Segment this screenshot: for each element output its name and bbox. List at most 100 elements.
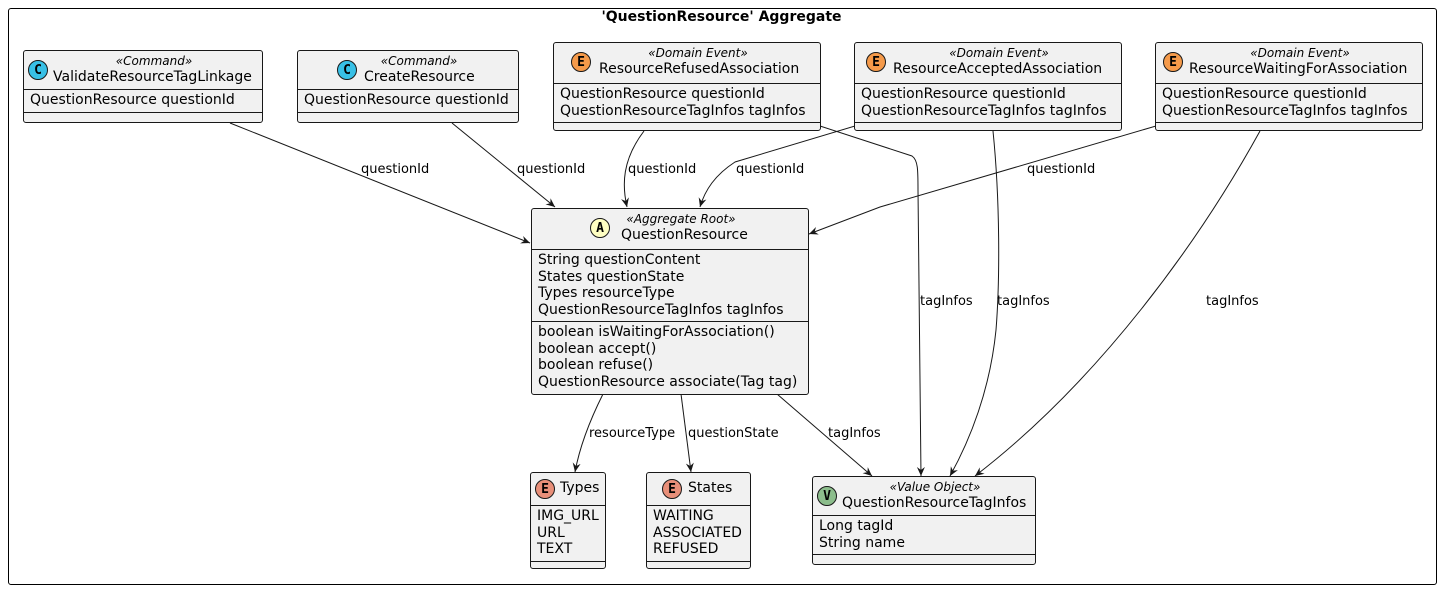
edge-root-states [680, 393, 694, 473]
class-stereotype: «Domain Event» [1250, 46, 1350, 60]
class-field: QuestionResourceTagInfos tagInfos [560, 102, 806, 119]
class-name: ResourceAcceptedAssociation [893, 61, 1103, 77]
edge-label-create-root: questionId [517, 162, 586, 177]
edge-refused-taginfos [819, 125, 925, 477]
class-methods [1156, 122, 1422, 135]
aggregate-frame [8, 8, 1437, 585]
class-stereotype: «Command» [380, 54, 458, 68]
edge-label-root-types: resourceType [589, 426, 676, 441]
class-method: boolean accept() [538, 340, 657, 357]
class-field: States questionState [538, 268, 685, 285]
class-field: QuestionResourceTagInfos tagInfos [861, 102, 1107, 119]
enum-value: URL [537, 524, 565, 541]
class-methods [554, 122, 820, 135]
edge-label-waiting-taginfos: tagInfos [1206, 294, 1259, 309]
class-fields: QuestionResource questionId QuestionReso… [855, 84, 1121, 122]
edge-waiting-taginfos [974, 130, 1261, 477]
class-method: boolean isWaitingForAssociation() [538, 324, 775, 340]
command-icon: C [337, 60, 357, 80]
enum-icon: E [662, 479, 682, 499]
edge-root-taginfos [776, 393, 873, 477]
class-stereotype: «Value Object» [889, 480, 981, 494]
class-name: ResourceRefusedAssociation [599, 61, 800, 77]
value-object-icon: V [817, 486, 837, 506]
class-validate-resource-tag-linkage: C «Command» ValidateResourceTagLinkage Q… [23, 50, 263, 123]
enum-value: TEXT [537, 541, 573, 557]
class-methods [298, 111, 518, 125]
class-question-resource: A «Aggregate Root» QuestionResource Stri… [531, 208, 809, 395]
class-name: CreateResource [364, 69, 475, 85]
class-field: Long tagId [819, 518, 894, 534]
class-field: QuestionResourceTagInfos tagInfos [1162, 102, 1408, 119]
edge-create-root [451, 122, 556, 208]
edge-label-accepted-taginfos: tagInfos [997, 294, 1050, 309]
edge-accepted-taginfos [949, 130, 1000, 477]
domain-event-icon: E [866, 52, 886, 72]
edge-label-validate-root: questionId [361, 162, 430, 177]
class-field: QuestionResource questionId [560, 86, 765, 102]
class-name: Types [560, 480, 600, 496]
aggregate-root-icon: A [590, 218, 610, 238]
class-methods: boolean isWaitingForAssociation() boolea… [532, 321, 808, 393]
command-icon: C [28, 60, 48, 80]
class-stereotype: «Domain Event» [648, 46, 748, 60]
class-methods [647, 560, 750, 574]
edge-refused-root [621, 130, 645, 208]
class-resource-accepted-association: E «Domain Event» ResourceAcceptedAssocia… [854, 42, 1122, 131]
enum-value: WAITING [653, 508, 714, 524]
class-stereotype: «Domain Event» [949, 46, 1049, 60]
class-name: States [688, 480, 733, 496]
class-field: QuestionResource questionId [861, 86, 1066, 102]
class-name: ValidateResourceTagLinkage [53, 69, 252, 85]
edge-waiting-root [808, 125, 1157, 235]
class-methods [855, 122, 1121, 135]
class-field: String questionContent [538, 252, 701, 268]
class-method: boolean refuse() [538, 357, 654, 373]
class-field: QuestionResource questionId [304, 92, 509, 108]
class-fields: QuestionResource questionId QuestionReso… [1156, 84, 1422, 122]
edge-label-root-states: questionState [688, 426, 779, 441]
edge-label-waiting-root: questionId [1027, 162, 1096, 177]
enum-values: WAITING ASSOCIATED REFUSED [647, 506, 750, 561]
class-methods [24, 111, 262, 125]
class-name: QuestionResourceTagInfos [842, 495, 1027, 511]
class-methods [813, 554, 1035, 567]
class-fields: Long tagId String name [813, 516, 1035, 554]
class-resource-waiting-for-association: E «Domain Event» ResourceWaitingForAssoc… [1155, 42, 1423, 131]
class-name: ResourceWaitingForAssociation [1189, 61, 1408, 77]
domain-event-icon: E [1163, 52, 1183, 72]
enum-value: REFUSED [653, 541, 719, 557]
class-fields: QuestionResource questionId [24, 90, 262, 112]
edge-root-types [572, 393, 604, 473]
class-fields: QuestionResource questionId [298, 90, 518, 112]
class-methods [531, 560, 605, 574]
edge-accepted-root [698, 125, 856, 208]
edge-label-refused-taginfos: tagInfos [920, 294, 973, 309]
class-field: Types resourceType [538, 285, 675, 301]
enum-icon: E [535, 479, 555, 499]
class-question-resource-tag-infos: V «Value Object» QuestionResourceTagInfo… [812, 476, 1036, 565]
edge-label-accepted-root: questionId [736, 162, 805, 177]
frame-title: 'QuestionResource' Aggregate [601, 9, 842, 25]
class-resource-refused-association: E «Domain Event» ResourceRefusedAssociat… [553, 42, 821, 131]
enum-types: E Types IMG_URL URL TEXT [530, 472, 606, 569]
edge-validate-root [229, 122, 531, 244]
edge-label-refused-root: questionId [628, 162, 697, 177]
class-stereotype: «Command» [115, 54, 193, 68]
domain-event-icon: E [571, 52, 591, 72]
class-field: String name [819, 534, 905, 551]
edge-label-root-taginfos: tagInfos [828, 426, 881, 441]
class-name: QuestionResource [621, 227, 748, 243]
enum-value: IMG_URL [537, 508, 599, 524]
class-method: QuestionResource associate(Tag tag) [538, 373, 798, 390]
class-field: QuestionResource questionId [1162, 86, 1367, 102]
enum-value: ASSOCIATED [653, 524, 742, 541]
enum-values: IMG_URL URL TEXT [531, 506, 605, 561]
class-create-resource: C «Command» CreateResource QuestionResou… [297, 50, 519, 123]
class-field: QuestionResourceTagInfos tagInfos [538, 301, 784, 318]
class-stereotype: «Aggregate Root» [626, 212, 736, 226]
class-fields: String questionContent States questionSt… [532, 250, 808, 321]
enum-states: E States WAITING ASSOCIATED REFUSED [646, 472, 751, 569]
class-field: QuestionResource questionId [30, 92, 235, 108]
